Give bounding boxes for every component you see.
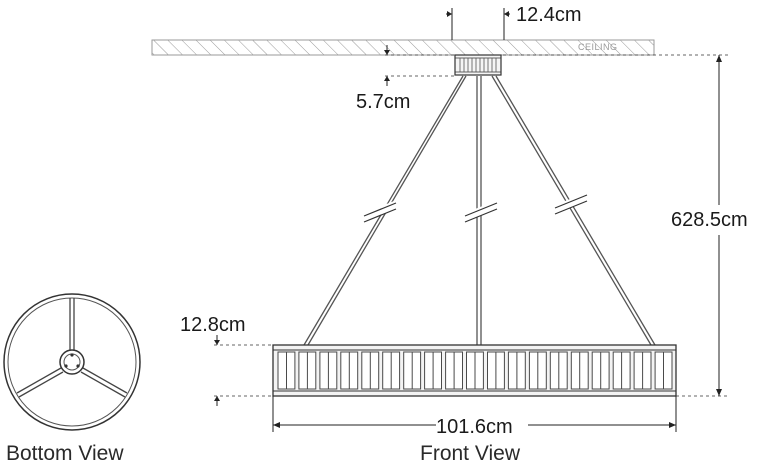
ceiling: CEILING <box>151 39 655 56</box>
ring-diameter-label: 101.6cm <box>436 416 513 438</box>
front-view-label: Front View <box>420 442 521 465</box>
overall-height-dimension: 628.5cm <box>503 54 748 397</box>
ring-height-label: 12.8cm <box>180 314 246 336</box>
front-view-ring <box>272 344 677 397</box>
canopy-height-dimension: 5.7cm <box>356 45 455 113</box>
overall-height-label: 628.5cm <box>671 209 748 231</box>
ceiling-label: CEILING <box>578 42 618 52</box>
canopy-width-label: 12.4cm <box>516 4 582 26</box>
cable-break-marks <box>361 192 590 223</box>
canopy-height-label: 5.7cm <box>356 91 410 113</box>
ring-height-dimension: 12.8cm <box>180 314 273 406</box>
bottom-view-label: Bottom View <box>6 442 124 465</box>
ring-diameter-dimension: 101.6cm <box>272 396 677 438</box>
canopy <box>454 54 502 76</box>
canopy-width-dimension: 12.4cm <box>446 4 582 40</box>
bottom-view <box>3 293 141 431</box>
